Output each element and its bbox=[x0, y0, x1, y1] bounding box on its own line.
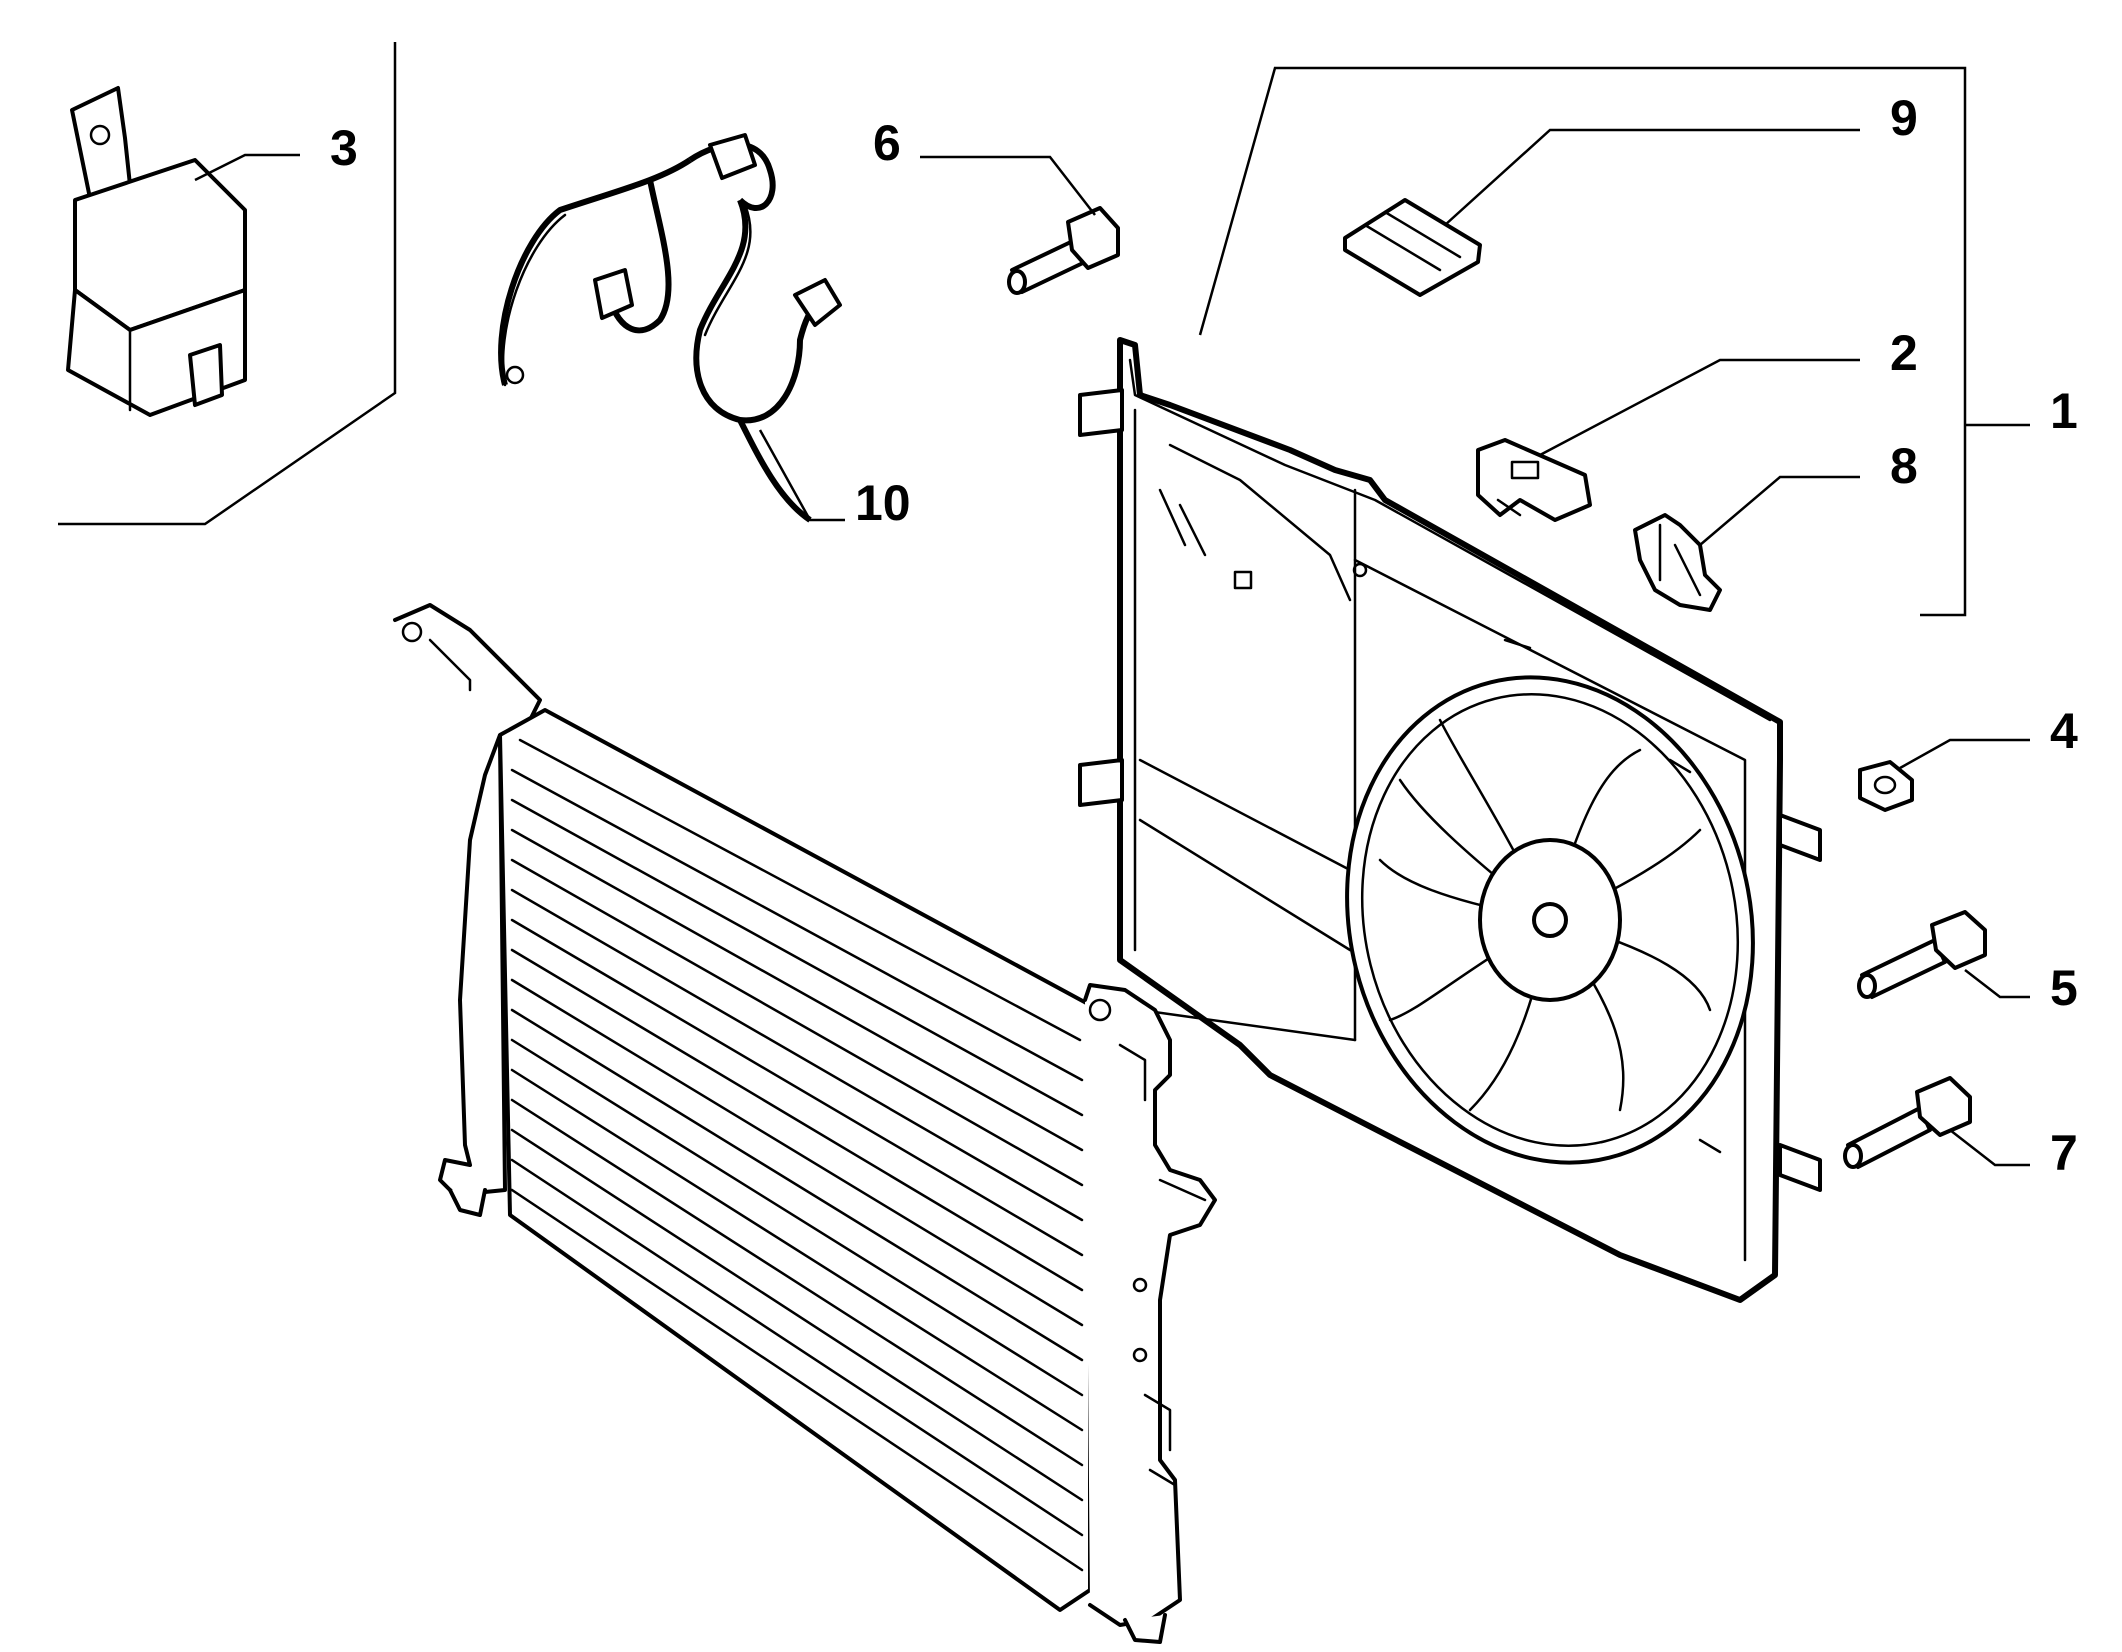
relay-part-3[interactable] bbox=[66, 86, 247, 417]
radiator[interactable] bbox=[393, 603, 1217, 1644]
clip-part-8[interactable] bbox=[1633, 513, 1722, 612]
leader-7 bbox=[1949, 1129, 2030, 1167]
leader-1-frame bbox=[1198, 66, 1967, 617]
leader-2 bbox=[1539, 358, 1860, 457]
callout-7: 7 bbox=[2050, 1125, 2078, 1181]
fan-shroud-assembly-part-1[interactable] bbox=[1078, 337, 1822, 1303]
callout-1: 1 bbox=[2050, 383, 2078, 439]
leader-3 bbox=[194, 153, 300, 182]
callout-4: 4 bbox=[2050, 703, 2078, 759]
radiator-fins bbox=[510, 768, 1084, 1572]
nut-part-4[interactable] bbox=[1858, 760, 1914, 812]
bracket-part-2[interactable] bbox=[1476, 438, 1592, 522]
callout-3: 3 bbox=[330, 120, 358, 176]
callout-2: 2 bbox=[1890, 325, 1918, 381]
callout-6: 6 bbox=[873, 115, 901, 171]
leader-10 bbox=[758, 429, 845, 522]
bolt-part-7[interactable] bbox=[1843, 1076, 1972, 1169]
leader-8 bbox=[1699, 475, 1860, 546]
callout-9: 9 bbox=[1890, 90, 1918, 146]
leader-5 bbox=[1964, 969, 2030, 999]
bolt-part-5[interactable] bbox=[1857, 910, 1987, 999]
wiring-harness-part-10[interactable] bbox=[498, 133, 842, 523]
clip-part-9[interactable] bbox=[1343, 198, 1482, 297]
relay-separator-line bbox=[58, 42, 397, 526]
leader-6 bbox=[920, 155, 1096, 216]
leader-4 bbox=[1899, 738, 2030, 770]
callout-8: 8 bbox=[1890, 438, 1918, 494]
leader-9 bbox=[1444, 128, 1860, 226]
bolt-part-6[interactable] bbox=[1007, 206, 1120, 295]
callout-5: 5 bbox=[2050, 960, 2078, 1016]
callout-10: 10 bbox=[855, 475, 911, 531]
